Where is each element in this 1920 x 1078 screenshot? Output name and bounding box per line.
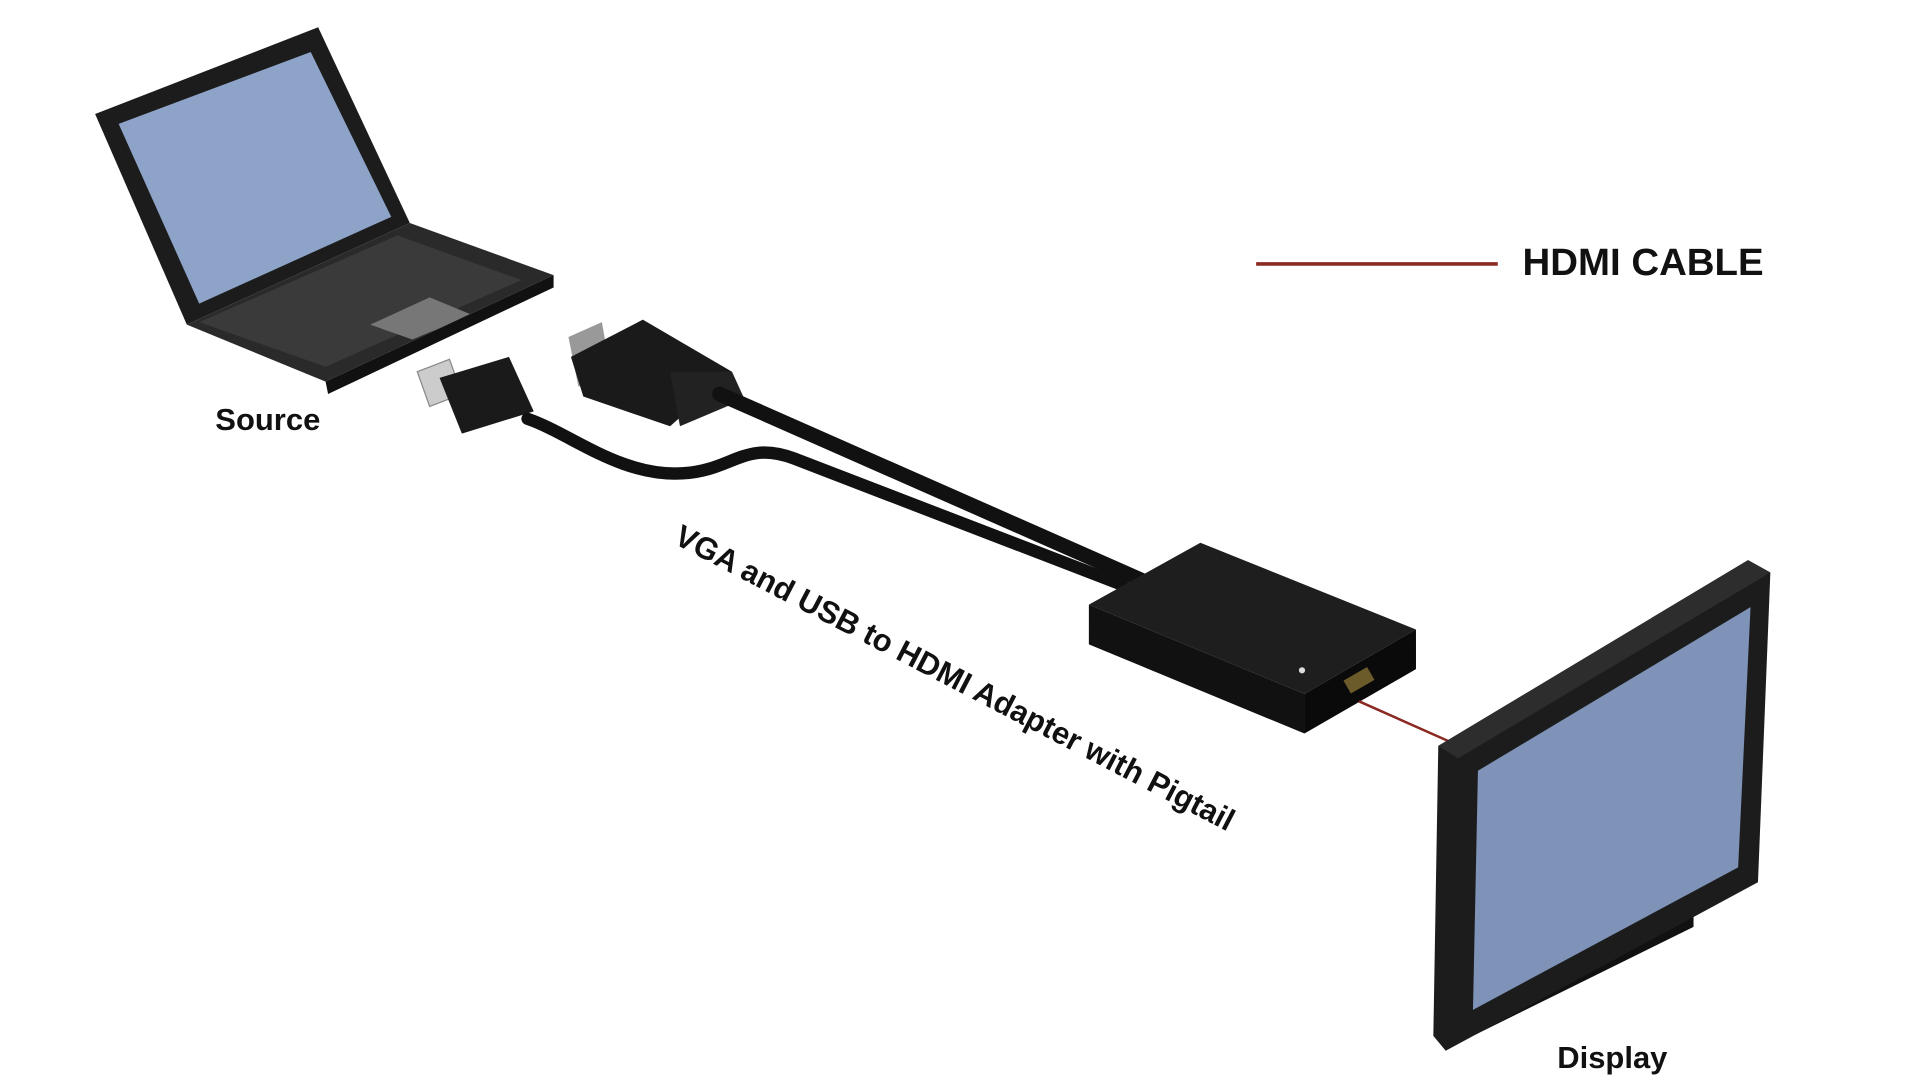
usb-plug-illustration <box>416 356 534 434</box>
adapter-label: VGA and USB to HDMI Adapter with Pigtail <box>669 518 1240 838</box>
hdmi-cable-line <box>1358 700 1449 743</box>
adapter-box-illustration <box>1088 542 1416 734</box>
monitor-display-illustration <box>1433 560 1771 1051</box>
display-label: Display <box>1557 1040 1668 1075</box>
vga-plug-illustration <box>568 319 745 427</box>
legend-hdmi-label: HDMI CABLE <box>1523 241 1764 284</box>
source-label: Source <box>215 402 320 437</box>
usb-pigtail-cable <box>521 412 1129 592</box>
vga-cable <box>712 386 1149 588</box>
laptop-source-illustration <box>95 27 554 395</box>
